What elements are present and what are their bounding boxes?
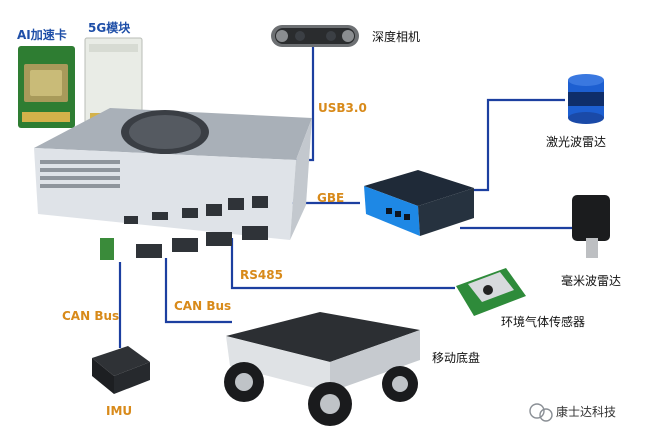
lidar-line [474,98,565,192]
depth-camera-image [271,25,359,47]
label-ai-card: AI加速卡 [17,28,67,42]
imu-image [92,346,150,394]
label-can-bus-mid: CAN Bus [174,299,232,313]
label-rs485: RS485 [240,268,283,282]
rs485-line [230,238,455,290]
chassis-image [224,312,420,426]
label-lidar: 激光波雷达 [546,135,607,149]
can-mid-line [164,258,232,324]
label-gbe: GBE [317,191,345,205]
switch-image [364,170,474,236]
label-depth-camera: 深度相机 [372,30,421,44]
label-can-bus-left: CAN Bus [62,309,120,323]
computer-box-image [34,108,312,260]
label-usb: USB3.0 [318,101,367,115]
mmwave-radar-image [572,195,610,258]
label-5g-module: 5G模块 [88,21,131,35]
env-sensor-image [456,268,526,316]
connection-lines [118,37,588,348]
label-mmwave-radar: 毫米波雷达 [561,274,622,288]
label-env-sensor: 环境气体传感器 [501,315,586,329]
label-imu: IMU [106,404,133,418]
watermark-text: 康士达科技 [556,405,617,419]
label-chassis: 移动底盘 [432,351,481,365]
lidar-image [568,74,604,124]
ai-card-image [18,46,75,128]
wechat-logo-icon [529,403,553,422]
